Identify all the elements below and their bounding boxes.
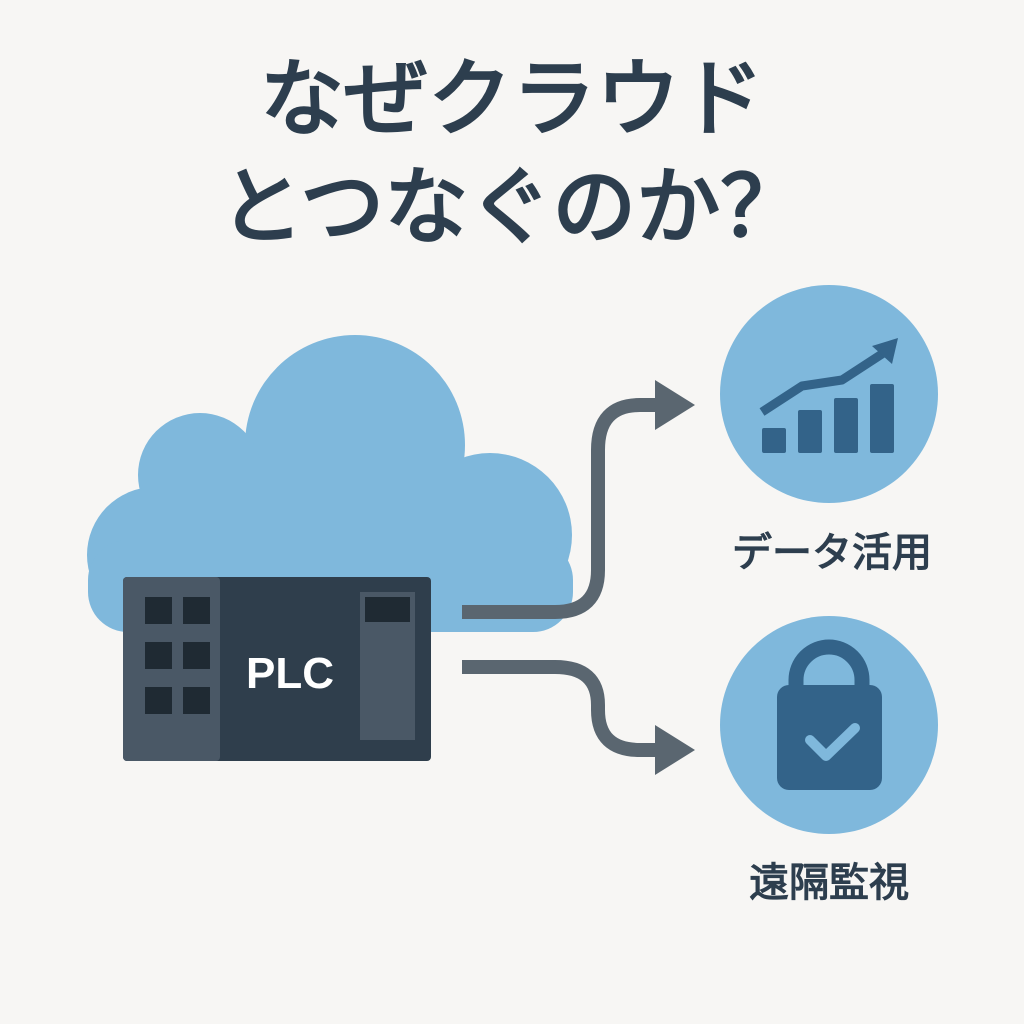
plc-label: PLC — [246, 649, 334, 698]
remote-monitoring-label: 遠隔監視 — [749, 860, 909, 906]
cloud-icon — [87, 335, 573, 632]
data-utilization-label: データ活用 — [732, 530, 932, 576]
arrow-head-icon — [655, 380, 695, 430]
remote-monitoring-badge: 遠隔監視 — [720, 616, 938, 906]
arrow-head-icon — [655, 725, 695, 775]
data-utilization-badge: データ活用 — [720, 285, 938, 576]
plc-display — [365, 597, 410, 622]
lock-check-icon — [777, 639, 882, 790]
plc-io-grid — [145, 597, 210, 714]
arrow-to-monitoring — [462, 660, 662, 757]
plc-device: PLC — [123, 577, 431, 761]
arrow-to-data — [462, 398, 662, 619]
title-line-2: とつなぐのか？ — [220, 158, 805, 256]
bar-chart-trend-icon — [759, 338, 898, 453]
title-line-1: なぜクラウド — [260, 50, 764, 148]
